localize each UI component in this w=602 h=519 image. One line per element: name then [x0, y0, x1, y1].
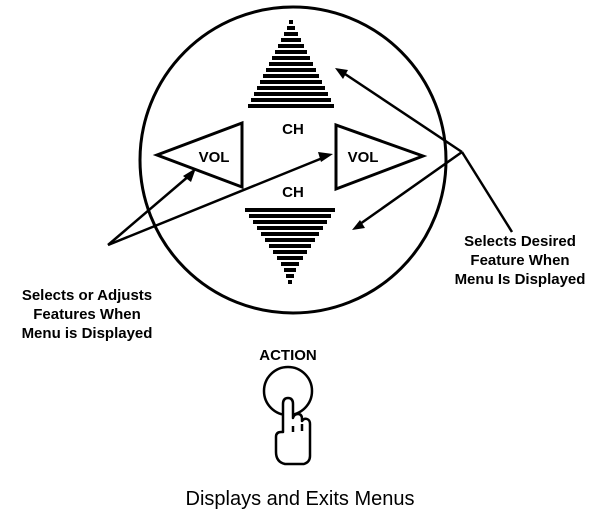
- left-leader-arrowhead-2: [318, 152, 333, 162]
- channel-down-button[interactable]: [245, 208, 335, 284]
- left-callout-leaders: [107, 155, 326, 247]
- right-leader-arrowhead-2: [352, 220, 365, 230]
- volume-down-label: VOL: [199, 149, 230, 166]
- channel-bar: [249, 214, 331, 218]
- channel-up-label: CH: [282, 121, 304, 138]
- channel-bar: [273, 250, 307, 254]
- channel-bar: [266, 68, 316, 72]
- channel-bar: [245, 208, 335, 212]
- channel-bar: [269, 62, 313, 66]
- channel-bar: [254, 92, 328, 96]
- channel-bar: [288, 280, 292, 284]
- right-leader-arrowhead-1: [335, 68, 348, 79]
- channel-bar: [257, 86, 325, 90]
- volume-up-label: VOL: [348, 149, 379, 166]
- channel-up-button[interactable]: [248, 20, 334, 108]
- right-callout-line-2: Feature When: [470, 252, 570, 269]
- right-callout-line-3: Menu Is Displayed: [454, 271, 586, 288]
- right-callout-text: Selects Desired Feature When Menu Is Dis…: [440, 232, 600, 289]
- channel-bar: [272, 56, 310, 60]
- channel-bar: [278, 44, 304, 48]
- channel-bar: [275, 50, 307, 54]
- action-label: ACTION: [259, 347, 317, 364]
- volume-down-button[interactable]: [152, 120, 244, 190]
- left-leader-arrowhead-1: [183, 168, 196, 182]
- channel-bar: [281, 38, 301, 42]
- channel-bar: [261, 232, 319, 236]
- channel-bar: [284, 268, 296, 272]
- channel-down-label: CH: [282, 184, 304, 201]
- channel-bar: [281, 262, 299, 266]
- control-pad-circle: [138, 5, 448, 315]
- channel-bar: [263, 74, 319, 78]
- channel-bar: [289, 20, 293, 24]
- channel-bar: [253, 220, 327, 224]
- channel-bar: [265, 238, 315, 242]
- left-callout-line-1: Selects or Adjusts: [21, 287, 153, 304]
- left-callout-text: Selects or Adjusts Features When Menu is…: [2, 286, 172, 343]
- channel-bar: [248, 104, 334, 108]
- channel-bar: [277, 256, 303, 260]
- channel-bar: [251, 98, 331, 102]
- left-callout-line-3: Menu is Displayed: [21, 325, 153, 342]
- right-callout-leaders: [341, 70, 514, 233]
- right-callout-line-1: Selects Desired: [464, 233, 576, 250]
- channel-bar: [269, 244, 311, 248]
- volume-up-button[interactable]: [334, 122, 428, 192]
- caption: Displays and Exits Menus: [185, 488, 415, 510]
- channel-bar: [287, 26, 295, 30]
- channel-bar: [260, 80, 322, 84]
- channel-bar: [257, 226, 323, 230]
- channel-bar: [286, 274, 294, 278]
- channel-bar: [284, 32, 298, 36]
- left-callout-line-2: Features When: [33, 306, 141, 323]
- pointing-hand-icon: [274, 396, 312, 466]
